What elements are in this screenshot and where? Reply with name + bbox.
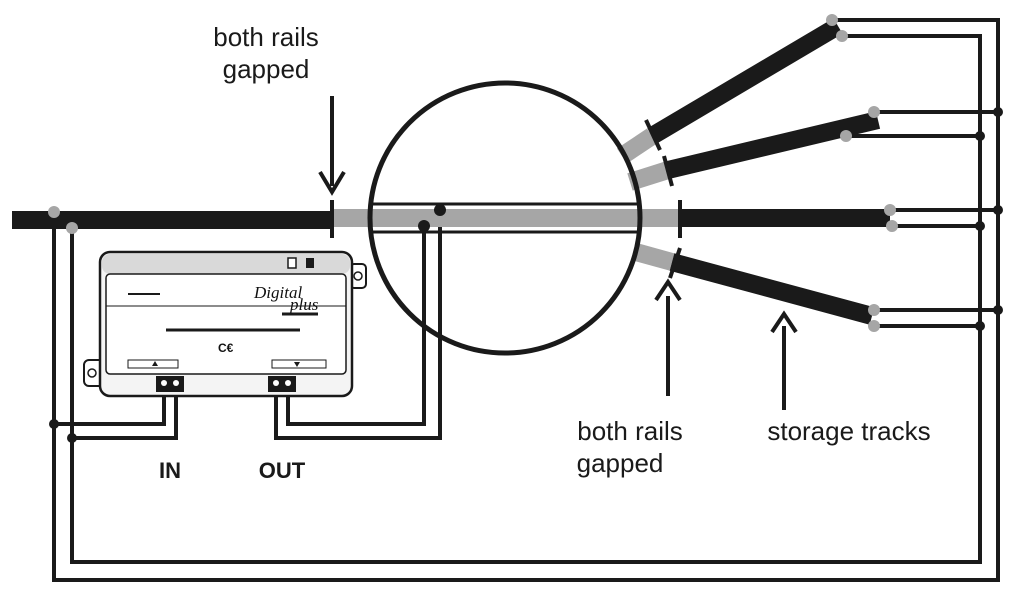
label-bottom-gap-line1: both rails: [577, 416, 683, 446]
storage-track-4: [669, 253, 875, 325]
junction-r1: [993, 107, 1003, 117]
dot-t3-a: [884, 204, 896, 216]
junction-r5: [993, 305, 1003, 315]
out-wire-1: [274, 210, 442, 440]
strip-right: [271, 359, 327, 369]
label-bottom-gap-line2: gapped: [577, 448, 664, 478]
dot-t2-a: [868, 106, 880, 118]
junction-l2: [67, 433, 77, 443]
dot-t1-a: [826, 14, 838, 26]
ce-mark: C€: [218, 341, 234, 355]
arrow-top-gap-head: [318, 170, 346, 196]
strip-right-down-icon: [294, 362, 300, 367]
connector-in: [156, 376, 184, 392]
storage-track-1: [647, 18, 843, 144]
junction-r3: [993, 205, 1003, 215]
gap-marker-track2: [662, 155, 674, 187]
strip-left-up-icon: [152, 361, 158, 366]
connector-in-screw-2: [173, 380, 179, 386]
turntable-pit: [367, 80, 643, 356]
brand-logo-digital: Digital: [253, 283, 302, 302]
rail-gaps: [330, 119, 682, 279]
dot-t4-a: [868, 304, 880, 316]
dot-bridge-b: [418, 220, 430, 232]
module-tab-left-hole: [87, 368, 97, 378]
module-face: [105, 273, 347, 375]
bus-wire-inner: [70, 34, 982, 564]
storage-track-2: [665, 111, 881, 179]
tracks: [12, 18, 890, 325]
connector-out-screw-2: [285, 380, 291, 386]
arrow-storage-head: [770, 310, 798, 334]
in-wire-1: [54, 388, 166, 426]
dot-t1-b: [836, 30, 848, 42]
junction-r2: [975, 131, 985, 141]
gap-marker-track4: [668, 247, 682, 279]
reverse-loop-module: Digital plus C€: [83, 250, 367, 398]
in-wire-2: [72, 388, 178, 440]
dot-t4-b: [868, 320, 880, 332]
module-tab-right-hole: [353, 271, 363, 281]
junction-l1: [49, 419, 59, 429]
label-out: OUT: [259, 458, 306, 483]
dot-t3-b: [886, 220, 898, 232]
dot-t2-b: [840, 130, 852, 142]
storage-track-1-grey: [617, 128, 657, 164]
strip-left: [127, 359, 179, 369]
dot-left-b: [66, 222, 78, 234]
gap-marker-track1: [644, 119, 662, 151]
arrow-bottom-gap-head: [654, 278, 682, 302]
connector-in-screw-1: [161, 380, 167, 386]
dot-bridge-a: [434, 204, 446, 216]
annotation-arrows: [318, 96, 798, 410]
bus-wire-outer: [52, 18, 1000, 582]
junction-r4: [975, 221, 985, 231]
label-top-gap-line1: both rails: [213, 22, 319, 52]
storage-track-4-grey: [633, 243, 675, 271]
dot-left-a: [48, 206, 60, 218]
junction-r6: [975, 321, 985, 331]
connector-out: [268, 376, 296, 392]
rail-connection-dots: [48, 14, 1003, 443]
wiring: [52, 18, 1000, 582]
label-top-gap-line2: gapped: [223, 54, 310, 84]
brand-logo-plus: plus: [289, 295, 319, 314]
label-in: IN: [159, 458, 181, 483]
led-1: [287, 257, 297, 269]
connector-out-screw-1: [273, 380, 279, 386]
label-storage-tracks: storage tracks: [767, 416, 930, 446]
led-2: [306, 258, 314, 268]
